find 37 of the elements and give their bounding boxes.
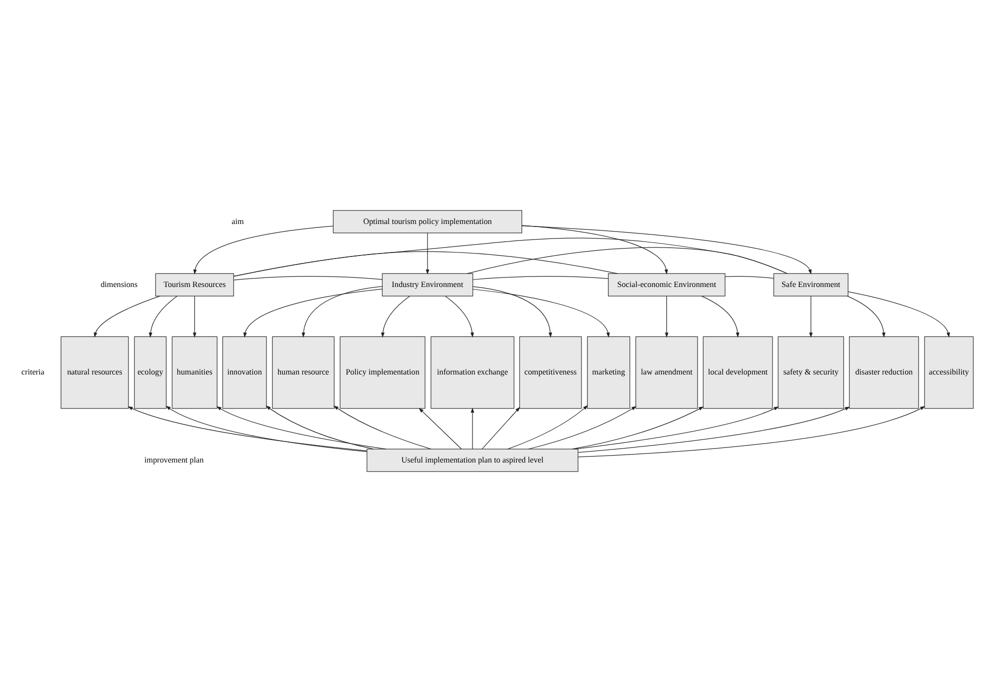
arrow bbox=[574, 406, 779, 450]
arrow bbox=[243, 288, 382, 338]
arrow bbox=[848, 291, 950, 338]
arrow bbox=[444, 296, 474, 338]
arrow bbox=[302, 286, 382, 338]
arrow bbox=[94, 296, 160, 338]
arrow bbox=[528, 406, 637, 450]
connector bbox=[466, 247, 788, 274]
arrow bbox=[507, 405, 588, 450]
arrow bbox=[216, 406, 386, 450]
arrow bbox=[333, 406, 432, 450]
arrow bbox=[166, 406, 368, 452]
connector bbox=[472, 276, 608, 280]
connector bbox=[233, 238, 788, 277]
connector bbox=[233, 276, 382, 280]
arrow bbox=[578, 406, 850, 453]
arrow bbox=[701, 296, 740, 338]
arrow bbox=[128, 406, 368, 452]
arrow bbox=[192, 296, 196, 338]
arrow bbox=[809, 296, 813, 338]
arrow bbox=[472, 286, 552, 338]
arrow bbox=[426, 232, 430, 275]
arrow bbox=[522, 225, 668, 274]
arrow bbox=[148, 296, 178, 338]
connector bbox=[724, 276, 774, 279]
arrow bbox=[846, 296, 886, 338]
arrow bbox=[482, 406, 520, 450]
arrow bbox=[522, 226, 812, 274]
arrow bbox=[418, 408, 462, 450]
arrow bbox=[266, 406, 374, 450]
arrow bbox=[193, 226, 334, 274]
arrow bbox=[664, 296, 668, 338]
arrow bbox=[572, 406, 704, 450]
arrow bbox=[578, 406, 926, 458]
arrow bbox=[381, 296, 410, 338]
arrow bbox=[470, 408, 474, 450]
arrow bbox=[472, 288, 610, 338]
